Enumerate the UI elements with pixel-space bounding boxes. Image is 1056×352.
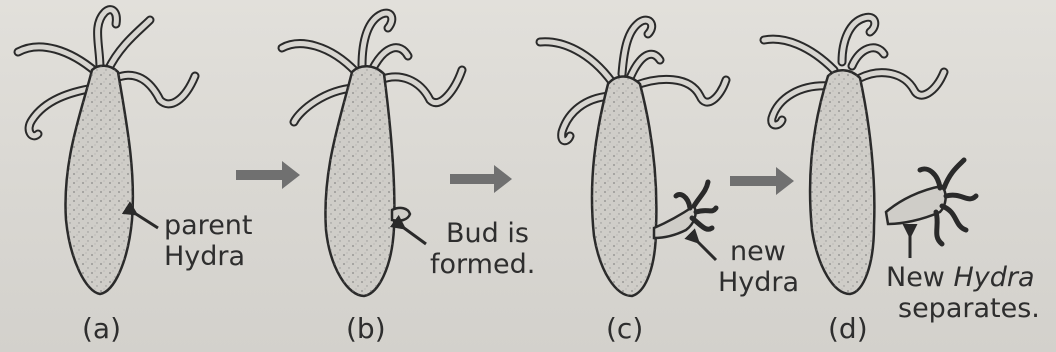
label-a: parent Hydra <box>164 210 253 272</box>
transition-arrow-2 <box>450 165 512 193</box>
pointer-arrow-c <box>698 242 716 260</box>
bud-b <box>392 208 410 221</box>
caption-b: (b) <box>346 312 386 345</box>
caption-d: (d) <box>828 312 868 345</box>
bud-c <box>654 206 696 238</box>
pointer-arrow-b <box>404 228 426 244</box>
pointer-arrow-a <box>136 214 158 228</box>
hydra-c <box>540 20 726 296</box>
label-d: New Hydra separates. <box>886 262 1040 324</box>
label-c: new Hydra <box>718 236 799 298</box>
label-d-prefix: New <box>886 262 953 293</box>
label-d-line2: separates. <box>886 293 1040 324</box>
label-c-line1: new <box>718 236 799 267</box>
label-d-italic: Hydra <box>953 262 1034 293</box>
label-a-line2: Hydra <box>164 241 253 272</box>
caption-a: (a) <box>82 312 121 345</box>
label-c-line2: Hydra <box>718 267 799 298</box>
caption-c: (c) <box>606 312 643 345</box>
label-a-line1: parent <box>164 210 253 241</box>
label-b-line2: formed. <box>430 249 535 280</box>
transition-arrow-3 <box>730 167 794 195</box>
transition-arrow-1 <box>236 161 300 189</box>
label-d-line1: New Hydra <box>886 262 1040 293</box>
label-b: Bud is formed. <box>430 218 535 280</box>
label-b-line1: Bud is <box>430 218 535 249</box>
